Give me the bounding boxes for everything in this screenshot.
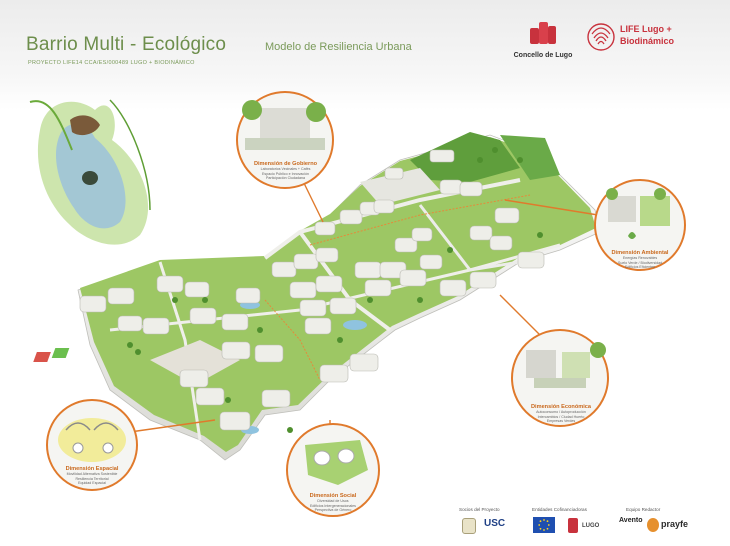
- header-band: [0, 0, 730, 110]
- callout-economica-line: Intercambios / Ciudad Huerto: [537, 414, 585, 419]
- callout-espacial-line: Resiliencia Territorial: [75, 476, 109, 481]
- footer-socios-label: Socios del Proyecto: [459, 507, 500, 512]
- buildings: [79, 149, 545, 431]
- callout-gobierno-line: Participación Ciudadana: [266, 176, 305, 181]
- callout-ambiental-text: Dimensión Ambiental Energías Renovables …: [597, 250, 683, 270]
- callout-leader-lines: [129, 174, 599, 440]
- page-subtitle: Modelo de Resiliencia Urbana: [265, 41, 412, 53]
- callout-circle-gobierno: [236, 91, 334, 189]
- callout-economica-text: Dimensión Económica Autoconsumo / Autopr…: [516, 404, 606, 424]
- callout-ambiental-title: Dimensión Ambiental: [611, 250, 669, 256]
- callout-espacial-text: Dimensión Espacial Movilidad Alternativa…: [50, 466, 134, 486]
- callout-circle-social: [286, 423, 380, 517]
- callout-espacial-line: Equidad Espacial: [78, 481, 106, 486]
- callout-economica-title: Dimensión Económica: [531, 404, 591, 410]
- callout-social-text: Dimensión Social Diversidad de Usos Edif…: [292, 493, 374, 513]
- callout-circle-ambiental: [594, 179, 686, 271]
- inset-site-plan: [29, 99, 151, 245]
- callout-ambiental-line: Suelo Verde / Biodiversidad: [617, 260, 663, 265]
- page-title: Barrio Multi - Ecológico: [26, 34, 227, 55]
- callout-ambiental-line: Energías Renovables: [622, 256, 658, 260]
- life-logo-line1: LIFE Lugo +: [620, 24, 672, 34]
- footer-entidades-label: Entidades Cofinanciadoras: [532, 507, 587, 512]
- callout-social-line: Perspectiva de Género: [314, 508, 352, 513]
- life-logo-line2: Biodinámico: [620, 36, 675, 46]
- callout-social-title: Dimensión Social: [309, 493, 357, 499]
- usc-logo: USC: [484, 518, 506, 529]
- prayfe-logo: prayfe: [661, 519, 689, 529]
- callout-gobierno-text: Dimensión de Gobierno Laboratorios Vecin…: [238, 161, 333, 181]
- callout-circle-economica: [511, 329, 609, 427]
- prayfe-mark-icon: [647, 518, 659, 532]
- callout-gobierno-line: Laboratorios Vecinales + Cafés: [260, 167, 311, 171]
- concello-logo-text: Concello de Lugo: [513, 52, 573, 59]
- callout-circle-espacial: [46, 399, 138, 491]
- project-code: PROYECTO LIFE14 CCA/ES/000489 LUGO + BIO…: [28, 60, 195, 66]
- trees: [127, 147, 543, 433]
- socio-crest-icon: [462, 518, 476, 534]
- callout-social-line: Edificios Intergeneracionales: [310, 503, 356, 508]
- life-logo: LIFE Lugo + Biodinámico: [586, 22, 706, 56]
- callout-social-line: Diversidad de Usos: [317, 499, 349, 503]
- avento-logo: Avento: [619, 517, 643, 524]
- callout-gobierno-title: Dimensión de Gobierno: [253, 161, 318, 167]
- callout-economica-line: Empresas Verdes: [546, 419, 576, 424]
- callout-gobierno-line: Espacio Público e Innovación: [262, 171, 309, 176]
- northern-zone: [360, 132, 560, 205]
- callout-espacial-line: Movilidad Alternativa Sostenible: [66, 472, 118, 476]
- fingerprint-icon: [587, 23, 615, 51]
- footer-equipo-label: Equipo Redactor: [626, 507, 661, 512]
- concello-emblem-icon: [530, 22, 556, 44]
- callout-economica-line: Autoconsumo / Autoproducción: [536, 410, 586, 414]
- callout-espacial-title: Dimensión Espacial: [65, 466, 119, 472]
- lugo-logo: LUGO: [582, 523, 600, 529]
- lugo-crest-icon: [568, 518, 578, 533]
- callout-ambiental-line: Edificios Eficientes: [625, 265, 655, 270]
- concello-logo: Concello de Lugo: [505, 20, 581, 59]
- eu-flag-icon: [533, 517, 555, 533]
